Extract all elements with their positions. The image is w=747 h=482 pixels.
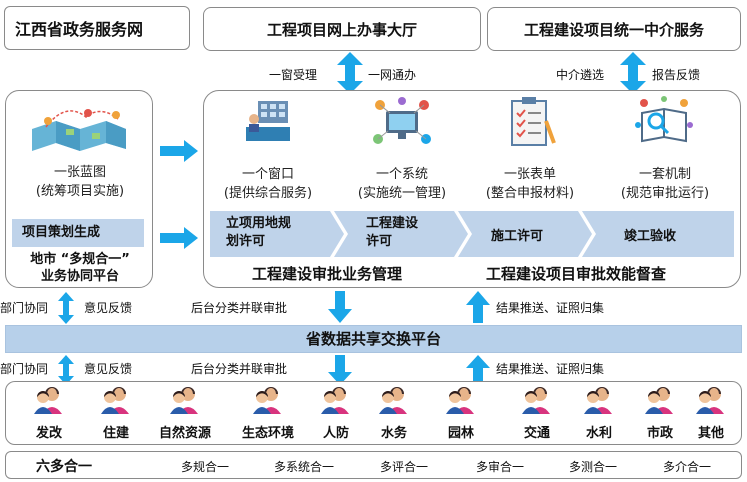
down-arrow-icon (328, 291, 352, 323)
window-accept-label: 一窗受理 (269, 68, 318, 82)
service-window-icon (246, 101, 290, 141)
department-label[interactable]: 人防 (322, 426, 349, 441)
footer-item: 多系统合一 (274, 460, 335, 474)
person-icon (34, 387, 62, 414)
stage-land-planning[interactable]: 立项用地规 划许可 (226, 216, 292, 249)
online-hall-title: 工程项目网上办事大厅 (266, 20, 417, 39)
feedback-label-lower: 意见反馈 (84, 362, 133, 376)
data-exchange-platform[interactable]: 省数据共享交换平台 (5, 325, 742, 353)
mechanism-book-icon (635, 96, 693, 143)
portal-title-box[interactable]: 江西省政务服务网 (4, 6, 190, 50)
parallel-approval-label-lower: 后台分类并联审批 (191, 362, 288, 376)
six-in-one-panel: 六多合一 多规合一 多系统合一 多评合一 多审合一 多测合一 多介合一 (5, 451, 742, 479)
one-network-label: 一网通办 (368, 68, 417, 82)
person-icon (321, 387, 349, 414)
right-arrow-icon (160, 227, 198, 249)
double-arrow-icon (58, 355, 74, 385)
stage-build-permit[interactable]: 施工许可 (491, 229, 544, 244)
pillar-mechanism-desc: (规范审批运行) (620, 186, 710, 201)
department-label[interactable]: 其他 (697, 426, 724, 441)
person-icon (584, 387, 612, 414)
pillar-system-desc: (实施统一管理) (357, 186, 447, 201)
down-arrow-icon (328, 355, 352, 385)
double-arrow-icon (620, 52, 646, 94)
department-label[interactable]: 园林 (447, 426, 474, 441)
parallel-approval-label-upper: 后台分类并联审批 (191, 301, 288, 315)
pillar-form-title: 一张表单 (503, 167, 556, 182)
stage-completion-acceptance[interactable]: 竣工验收 (624, 229, 677, 244)
intermediary-service-title: 工程建设项目统一中介服务 (523, 20, 704, 39)
pillar-window-desc: (提供综合服务) (223, 186, 313, 201)
department-label[interactable]: 水务 (380, 426, 407, 441)
department-label[interactable]: 生态环境 (241, 426, 294, 441)
departments-panel: 发改 住建 自然资源 生态环境 人防 水务 园林 交通 水利 市政 其他 (5, 381, 742, 445)
double-arrow-icon (337, 52, 363, 94)
footer-item: 多评合一 (380, 460, 429, 474)
person-icon (170, 387, 198, 414)
footer-item: 多测合一 (569, 460, 618, 474)
data-exchange-platform-label: 省数据共享交换平台 (305, 330, 441, 348)
department-label[interactable]: 发改 (35, 426, 62, 441)
right-arrow-icon (160, 140, 198, 162)
unified-system-icon (373, 97, 431, 144)
up-arrow-icon (466, 355, 490, 385)
business-management-label: 工程建设审批业务管理 (252, 265, 403, 283)
result-push-label-lower: 结果推送、证照归集 (496, 362, 605, 376)
map-illustration-icon (32, 109, 126, 151)
multi-plan-platform-line1: 地市 “多规合一” (30, 252, 130, 267)
department-label[interactable]: 交通 (523, 426, 550, 441)
dept-coop-label-upper: 部门协同 (0, 301, 49, 315)
project-planning-label: 项目策划生成 (22, 225, 101, 240)
report-feedback-label: 报告反馈 (652, 68, 701, 82)
person-icon (379, 387, 407, 414)
intermediary-service-box[interactable]: 工程建设项目统一中介服务 (487, 7, 741, 51)
person-icon (522, 387, 550, 414)
efficiency-supervision-label: 工程建设项目审批效能督查 (486, 265, 667, 283)
result-push-label-upper: 结果推送、证照归集 (496, 301, 605, 315)
footer-item: 多规合一 (181, 460, 230, 474)
department-label[interactable]: 住建 (102, 426, 129, 441)
stage-construction-permit[interactable]: 工程建设 许可 (366, 216, 419, 249)
person-icon (645, 387, 673, 414)
online-hall-box[interactable]: 工程项目网上办事大厅 (203, 7, 481, 51)
department-label[interactable]: 水利 (585, 426, 612, 441)
up-arrow-icon (466, 291, 490, 323)
person-icon (446, 387, 474, 414)
blueprint-subcaption: (统筹项目实施) (35, 184, 125, 199)
pillar-mechanism-title: 一套机制 (638, 167, 691, 182)
blueprint-panel: 一张蓝图 (统筹项目实施) 项目策划生成 地市 “多规合一” 业务协同平台 (5, 90, 153, 288)
approval-stage-band (210, 211, 734, 257)
dept-coop-label-lower: 部门协同 (0, 362, 49, 376)
department-label[interactable]: 市政 (646, 426, 673, 441)
double-arrow-icon (58, 292, 74, 324)
approval-management-panel: 一个窗口 (提供综合服务) 一个系统 (实施统一管理) 一张表单 (整合申报材料… (203, 90, 741, 288)
project-planning-band[interactable]: 项目策划生成 (12, 219, 144, 247)
pillar-system-title: 一个系统 (375, 167, 428, 182)
blueprint-caption: 一张蓝图 (53, 165, 106, 180)
department-label[interactable]: 自然资源 (158, 426, 211, 441)
footer-item: 多审合一 (476, 460, 525, 474)
multi-plan-platform-line2: 业务协同平台 (40, 269, 119, 284)
pillar-window-title: 一个窗口 (241, 167, 294, 182)
form-checklist-icon (511, 97, 556, 146)
agency-select-label: 中介遴选 (556, 68, 605, 82)
pillar-form-desc: (整合申报材料) (485, 186, 575, 201)
person-icon (101, 387, 129, 414)
portal-title: 江西省政务服务网 (15, 20, 144, 39)
feedback-label-upper: 意见反馈 (84, 301, 133, 315)
six-in-one-title: 六多合一 (36, 459, 92, 475)
footer-item: 多介合一 (663, 460, 712, 474)
person-icon (253, 387, 281, 414)
person-icon (696, 387, 724, 414)
